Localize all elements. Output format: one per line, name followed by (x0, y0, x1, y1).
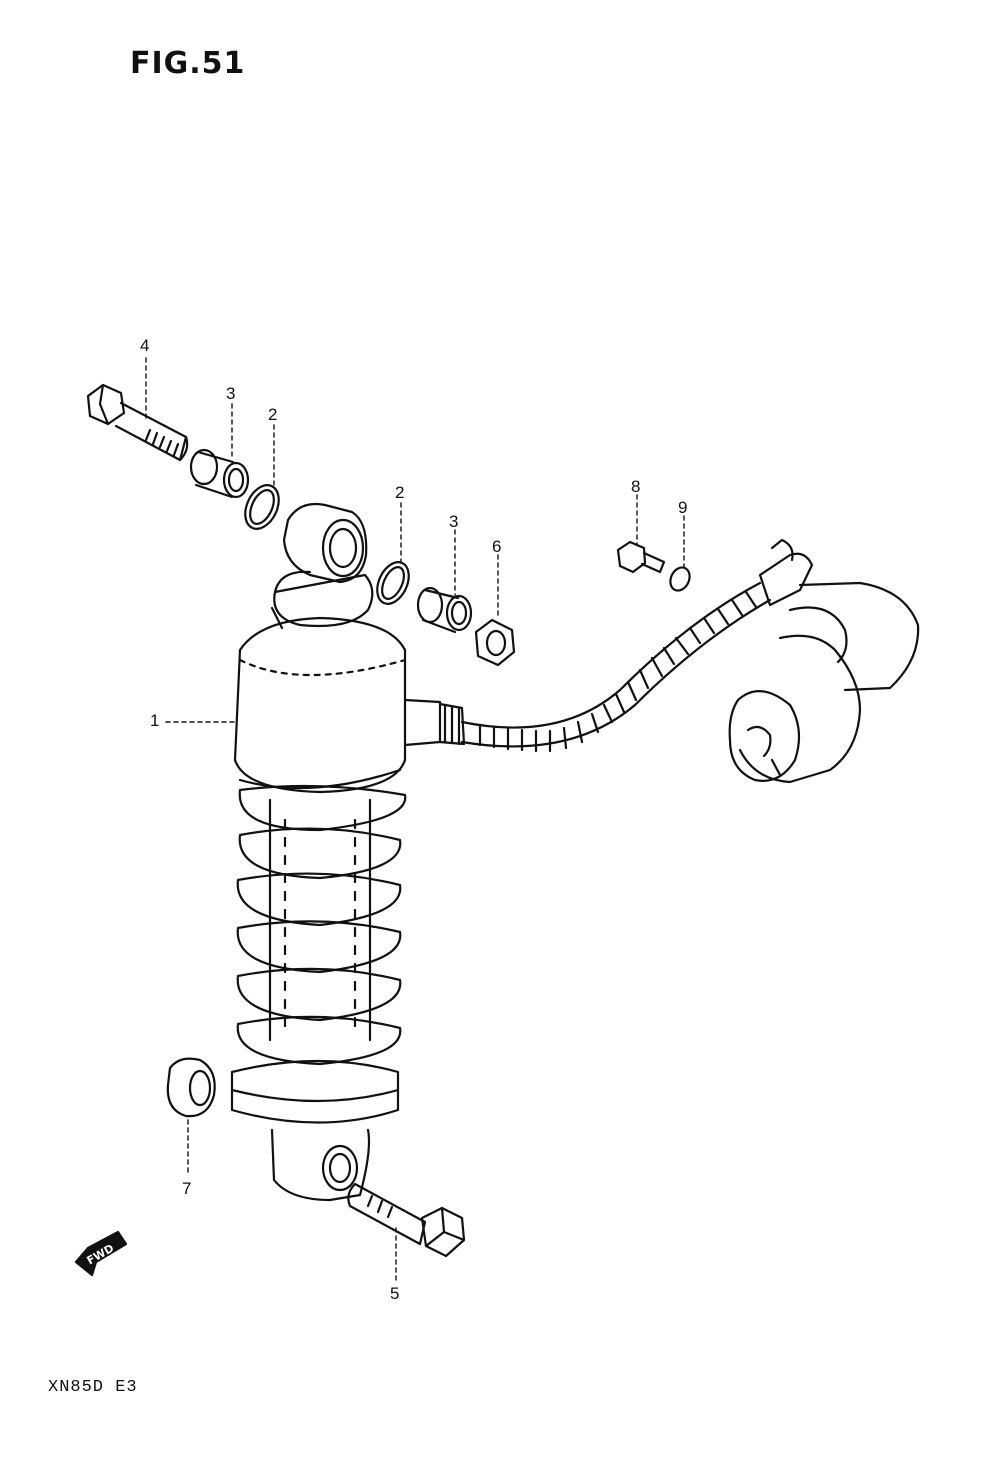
lower-bolt-part (347, 1182, 466, 1258)
figure-title: FIG.51 (130, 46, 246, 81)
bushing-left-part (189, 448, 250, 499)
bushing-right-part (416, 586, 473, 634)
upper-bolt-part (86, 383, 189, 462)
model-code: XN85D E3 (48, 1378, 138, 1397)
washer-nine-part (669, 566, 691, 592)
reservoir-body-part (233, 616, 466, 794)
leader-lines (145, 357, 685, 1281)
bolt-eight-part (616, 540, 666, 574)
callout-9: 9 (678, 498, 688, 517)
nut-seven-part (166, 1057, 216, 1118)
hydraulic-hose-part (460, 581, 772, 753)
callout-3-right: 3 (449, 512, 459, 531)
o-ring-left-part (244, 484, 280, 530)
remote-adjuster-part (728, 538, 920, 784)
upper-eye-part (270, 502, 374, 630)
callout-7: 7 (182, 1179, 192, 1198)
callout-5: 5 (390, 1284, 400, 1303)
callout-2-left: 2 (268, 405, 278, 424)
coil-spring-part (230, 784, 407, 1124)
callout-8: 8 (631, 477, 641, 496)
callout-2-right: 2 (395, 483, 405, 502)
lower-eye-part (270, 1128, 371, 1202)
nut-six-part (474, 618, 516, 667)
callout-6: 6 (492, 537, 502, 556)
callout-1: 1 (150, 711, 160, 730)
fwd-arrow-icon (74, 1230, 128, 1277)
callout-4: 4 (140, 336, 150, 355)
callout-3-left: 3 (226, 384, 236, 403)
